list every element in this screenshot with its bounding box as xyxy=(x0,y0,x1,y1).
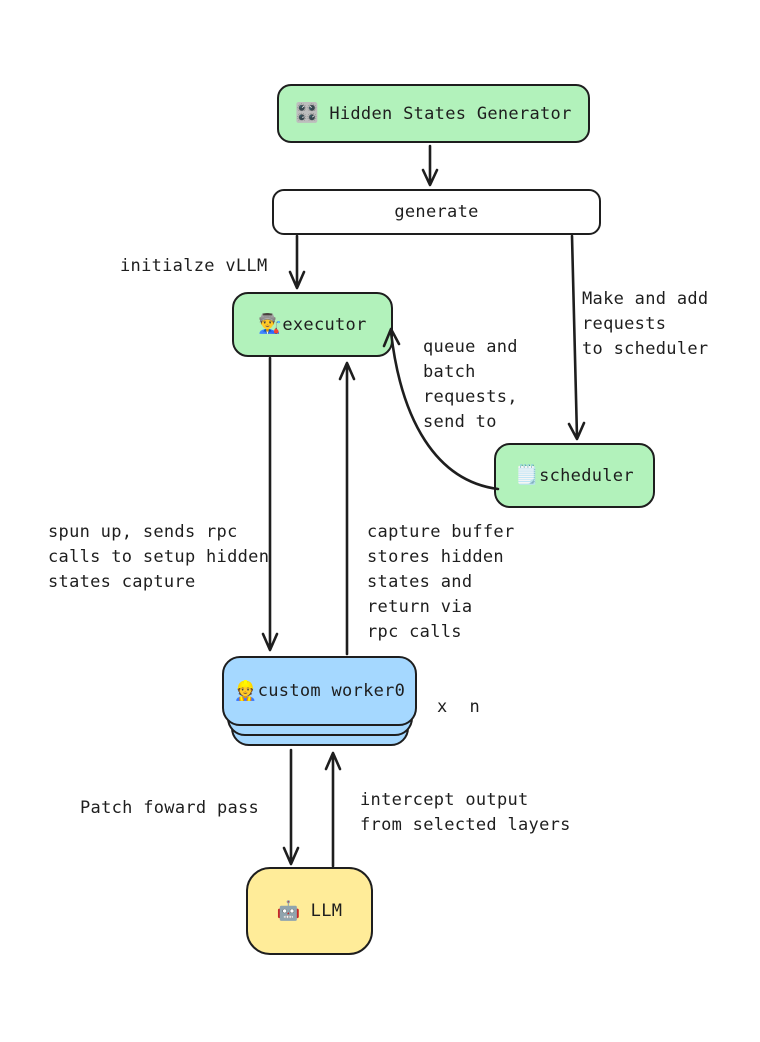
control-knobs-icon: 🎛️ xyxy=(295,102,320,124)
arrow-generate-to-executor xyxy=(288,234,306,290)
node-custom-worker: 👷 custom worker0 xyxy=(222,656,417,726)
node-custom-worker-label: custom worker0 xyxy=(257,681,406,701)
annotation-patch-forward-pass: Patch foward pass xyxy=(80,798,260,818)
construction-worker-icon: 👷 xyxy=(233,679,258,702)
node-executor: 👨‍🏭 executor xyxy=(232,292,393,357)
node-scheduler-label: scheduler xyxy=(539,465,634,486)
annotation-spun-up-rpc: spun up, sends rpc calls to setup hidden… xyxy=(48,522,270,592)
node-llm: 🤖 LLM xyxy=(246,867,373,955)
node-hidden-states-generator-label: Hidden States Generator xyxy=(329,103,572,124)
arrow-worker-to-executor xyxy=(338,361,356,656)
annotation-make-and-add-requests: Make and add requests to scheduler xyxy=(582,289,709,359)
node-generate-label: generate xyxy=(394,202,479,222)
notepad-icon: 🗒️ xyxy=(515,464,540,486)
node-scheduler: 🗒️ scheduler xyxy=(494,443,655,508)
annotation-initialize-vllm: initialze vLLM xyxy=(120,256,268,276)
robot-icon: 🤖 xyxy=(276,899,301,922)
arrow-generator-to-generate xyxy=(421,144,439,187)
arrow-llm-to-worker xyxy=(324,751,342,868)
annotation-worker-count: x n xyxy=(437,697,486,717)
annotation-capture-buffer: capture buffer stores hidden states and … xyxy=(367,522,515,642)
annotation-intercept-output: intercept output from selected layers xyxy=(360,790,571,835)
arrow-worker-to-llm xyxy=(282,748,300,866)
node-hidden-states-generator: 🎛️ Hidden States Generator xyxy=(277,84,590,143)
node-generate: generate xyxy=(272,189,601,235)
annotation-queue-and-batch: queue and batch requests, send to xyxy=(423,337,518,432)
node-llm-label: LLM xyxy=(310,901,343,921)
arrow-executor-to-worker xyxy=(261,356,279,652)
factory-worker-icon: 👨‍🏭 xyxy=(258,313,283,335)
node-executor-label: executor xyxy=(282,314,367,335)
